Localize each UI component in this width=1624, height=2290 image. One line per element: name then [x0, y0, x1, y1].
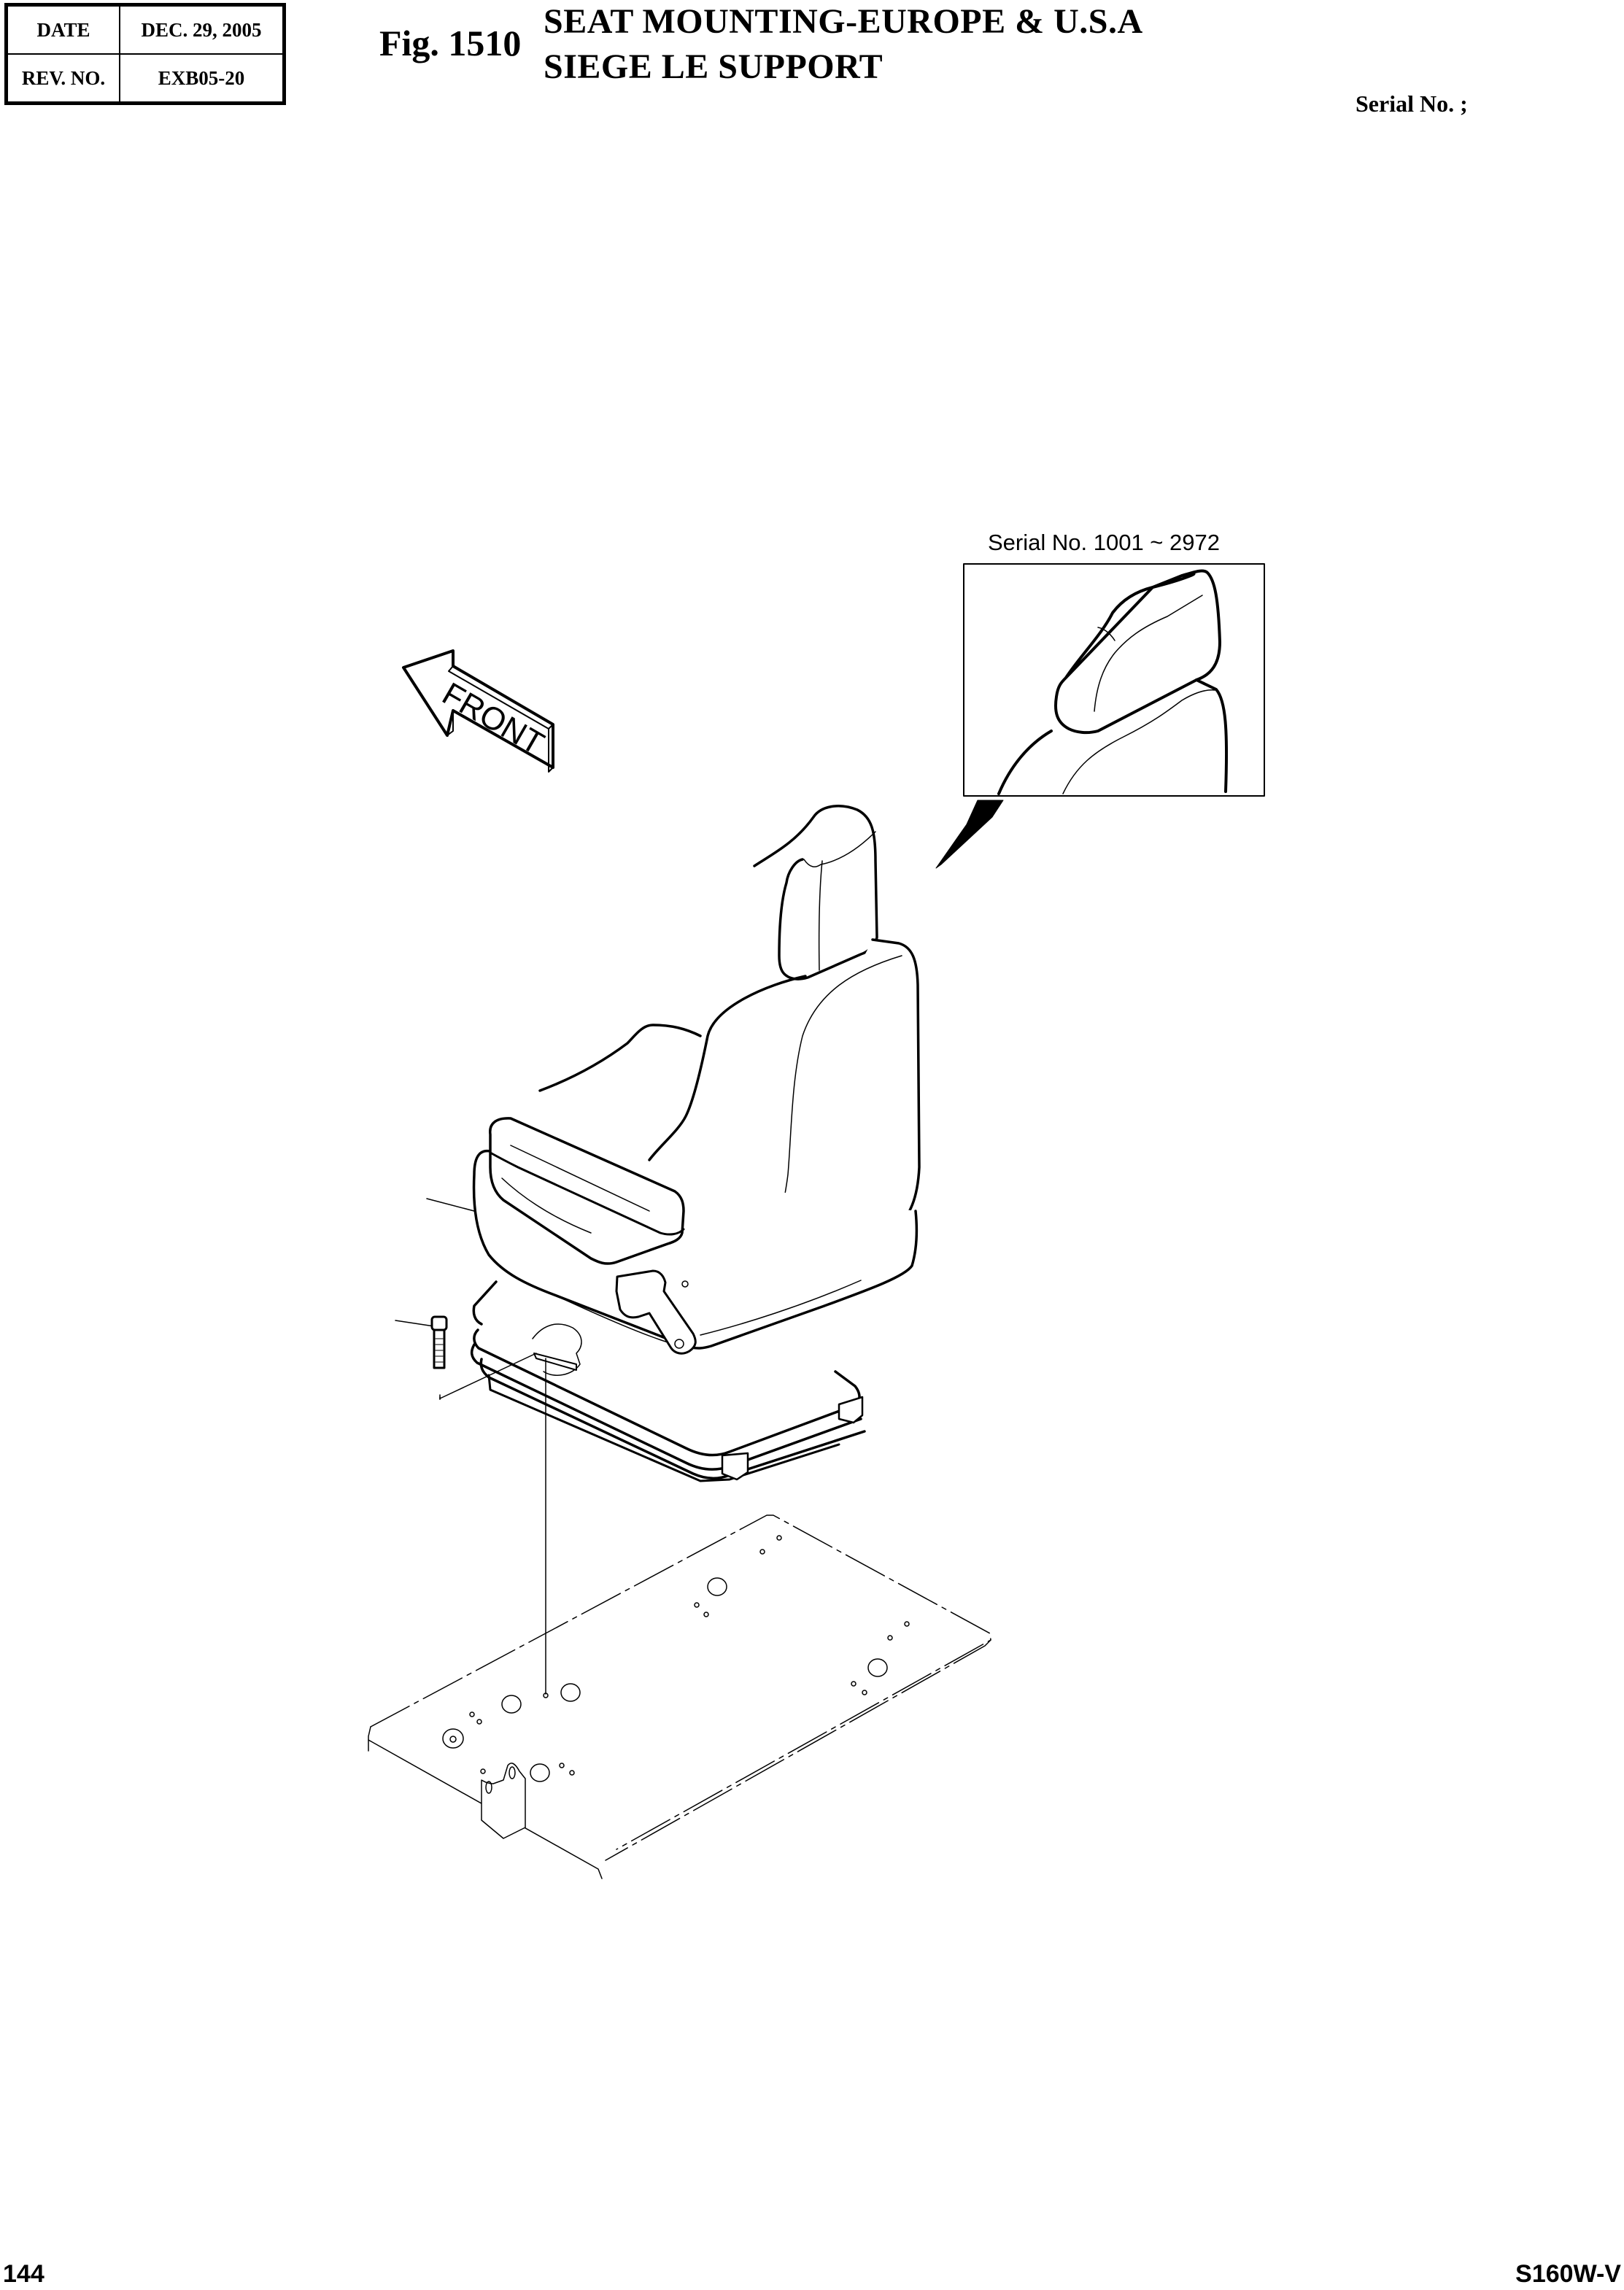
inset-pointer [935, 800, 1004, 869]
figure-number: Fig. 1510 [379, 23, 522, 63]
page-number: 144 [3, 2260, 45, 2288]
rev-value: EXB05-20 [119, 53, 285, 104]
rev-label: REV. NO. [5, 53, 120, 104]
page-title-french: SIEGE LE SUPPORT [544, 47, 883, 86]
model-code: S160W-V [1515, 2260, 1621, 2288]
info-table: DATE DEC. 29, 2005 REV. NO. EXB05-20 [4, 3, 286, 105]
seat-assembly [470, 805, 921, 1482]
date-value: DEC. 29, 2005 [119, 4, 285, 55]
floor-plate [368, 1515, 991, 1879]
date-label: DATE [5, 4, 120, 55]
mounting-bolt [430, 1315, 448, 1369]
headrest-inset [963, 563, 1265, 797]
page-title-english: SEAT MOUNTING-EUROPE & U.S.A [544, 2, 1143, 41]
serial-number-label: Serial No. ; [1356, 90, 1468, 117]
front-arrow-icon: FRONT [402, 649, 554, 773]
inset-serial-label: Serial No. 1001 ~ 2972 [988, 530, 1220, 555]
leader-lines [395, 1198, 546, 1695]
